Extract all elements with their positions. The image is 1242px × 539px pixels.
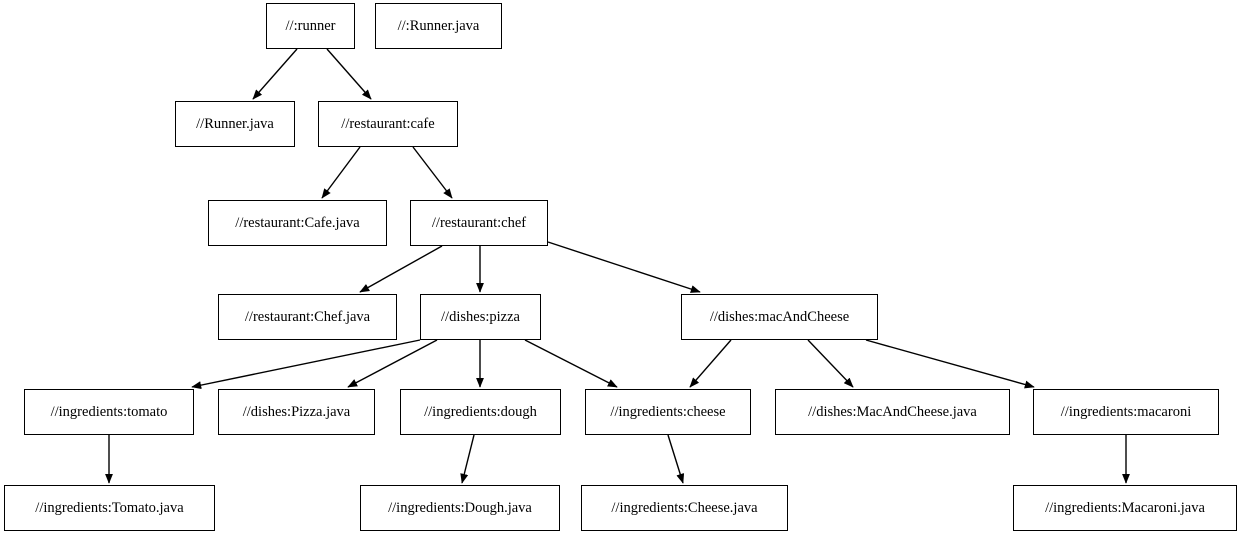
graph-node-dishes_mac_java[interactable]: //dishes:MacAndCheese.java (775, 389, 1010, 435)
graph-node-ing_macaroni_java[interactable]: //ingredients:Macaroni.java (1013, 485, 1237, 531)
graph-node-restaurant_cafe[interactable]: //restaurant:cafe (318, 101, 458, 147)
graph-node-label: //ingredients:Macaroni.java (1045, 499, 1205, 516)
graph-node-ing_cheese[interactable]: //ingredients:cheese (585, 389, 751, 435)
graph-edge-ing_dough-to-ing_dough_java (460, 434, 475, 484)
graph-node-ing_dough[interactable]: //ingredients:dough (400, 389, 561, 435)
graph-edge-dishes_macandcheese-to-dishes_mac_java (807, 339, 854, 388)
graph-node-ing_cheese_java[interactable]: //ingredients:Cheese.java (581, 485, 788, 531)
graph-node-label: //ingredients:macaroni (1060, 403, 1192, 420)
graph-node-runner_java_root[interactable]: //:Runner.java (375, 3, 502, 49)
graph-node-ing_tomato[interactable]: //ingredients:tomato (24, 389, 194, 435)
graph-node-label: //ingredients:dough (424, 403, 537, 420)
graph-edge-dishes_pizza-to-ing_tomato (191, 339, 421, 390)
graph-node-label: //restaurant:Chef.java (244, 308, 371, 325)
graph-edge-runner-to-runner_java (252, 48, 298, 100)
graph-node-label: //restaurant:Cafe.java (235, 214, 360, 231)
graph-edge-dishes_pizza-to-dishes_pizza_java (347, 339, 438, 388)
graph-node-label: //:runner (285, 17, 336, 34)
graph-node-ing_tomato_java[interactable]: //ingredients:Tomato.java (4, 485, 215, 531)
graph-edge-restaurant_cafe-to-restaurant_cafe_java (321, 146, 361, 199)
graph-node-runner[interactable]: //:runner (266, 3, 355, 49)
graph-node-dishes_pizza[interactable]: //dishes:pizza (420, 294, 541, 340)
graph-node-label: //dishes:MacAndCheese.java (808, 403, 977, 420)
graph-node-label: //ingredients:cheese (610, 403, 726, 420)
graph-node-label: //dishes:Pizza.java (242, 403, 351, 420)
graph-node-label: //ingredients:Cheese.java (611, 499, 758, 516)
graph-node-ing_dough_java[interactable]: //ingredients:Dough.java (360, 485, 560, 531)
graph-node-label: //restaurant:chef (431, 214, 527, 231)
graph-node-label: //:Runner.java (397, 17, 480, 34)
graph-node-label: //restaurant:cafe (341, 115, 435, 132)
graph-node-label: //ingredients:tomato (50, 403, 168, 420)
graph-node-restaurant_chef[interactable]: //restaurant:chef (410, 200, 548, 246)
graph-node-restaurant_cafe_java[interactable]: //restaurant:Cafe.java (208, 200, 387, 246)
graph-edge-ing_cheese-to-ing_cheese_java (667, 434, 685, 484)
graph-node-restaurant_chef_java[interactable]: //restaurant:Chef.java (218, 294, 397, 340)
graph-edge-restaurant_cafe-to-restaurant_chef (412, 146, 453, 199)
graph-edge-runner-to-restaurant_cafe (326, 48, 372, 100)
graph-node-label: //ingredients:Tomato.java (35, 499, 184, 516)
graph-node-dishes_pizza_java[interactable]: //dishes:Pizza.java (218, 389, 375, 435)
graph-node-runner_java[interactable]: //Runner.java (175, 101, 295, 147)
graph-node-ing_macaroni[interactable]: //ingredients:macaroni (1033, 389, 1219, 435)
graph-edge-dishes_pizza-to-ing_cheese (524, 339, 618, 388)
graph-edge-restaurant_chef-to-dishes_macandcheese (547, 241, 701, 293)
graph-edge-dishes_macandcheese-to-ing_cheese (689, 339, 732, 388)
graph-node-label: //dishes:pizza (441, 308, 520, 325)
graph-edge-restaurant_chef-to-restaurant_chef_java (359, 245, 443, 293)
graph-node-label: //ingredients:Dough.java (388, 499, 532, 516)
graph-node-dishes_macandcheese[interactable]: //dishes:macAndCheese (681, 294, 878, 340)
graph-node-label: //Runner.java (196, 115, 274, 132)
graph-edge-dishes_macandcheese-to-ing_macaroni (865, 339, 1035, 389)
graph-node-label: //dishes:macAndCheese (709, 308, 850, 325)
